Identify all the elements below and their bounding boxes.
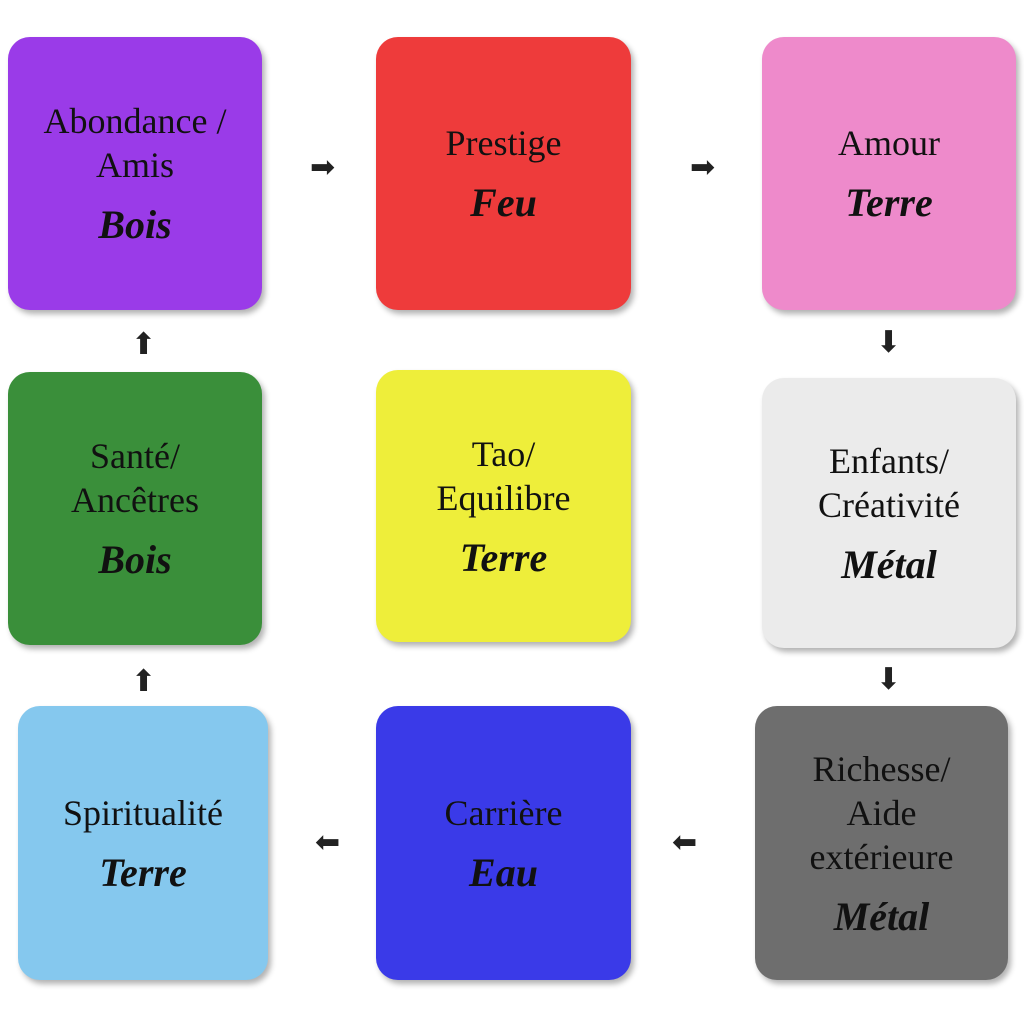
box-label: Tao/ Equilibre bbox=[436, 433, 571, 518]
box-richesse: Richesse/ Aide extérieure Métal bbox=[755, 706, 1008, 980]
box-element: Métal bbox=[841, 541, 937, 587]
box-label: Santé/ Ancêtres bbox=[71, 436, 199, 520]
box-element: Feu bbox=[470, 180, 537, 225]
arrow-down-icon: ⬇ bbox=[876, 325, 902, 360]
box-element: Terre bbox=[99, 849, 187, 895]
arrow-right-icon: ➡ bbox=[310, 150, 336, 185]
arrow-left-icon: ⬅ bbox=[672, 825, 698, 860]
box-label: Abondance / Amis bbox=[43, 101, 227, 185]
box-amour: Amour Terre bbox=[762, 37, 1016, 310]
box-label: Amour bbox=[838, 123, 940, 163]
arrow-down-icon: ⬇ bbox=[876, 662, 902, 697]
box-element: Bois bbox=[98, 537, 172, 582]
box-spiritualite: Spiritualité Terre bbox=[18, 706, 268, 980]
box-sante: Santé/ Ancêtres Bois bbox=[8, 372, 262, 645]
box-label: Prestige bbox=[445, 123, 562, 163]
box-element: Eau bbox=[469, 849, 538, 895]
box-element: Métal bbox=[833, 893, 930, 939]
box-element: Terre bbox=[845, 180, 933, 225]
box-label: Spiritualité bbox=[63, 792, 223, 833]
box-element: Bois bbox=[98, 202, 172, 247]
box-prestige: Prestige Feu bbox=[376, 37, 631, 310]
box-label: Richesse/ Aide extérieure bbox=[809, 748, 954, 877]
box-label: Carrière bbox=[444, 792, 563, 833]
box-element: Terre bbox=[459, 534, 548, 580]
arrow-left-icon: ⬅ bbox=[315, 825, 341, 860]
arrow-up-icon: ⬆ bbox=[131, 327, 157, 362]
box-enfants: Enfants/ Créativité Métal bbox=[762, 378, 1016, 648]
box-tao: Tao/ Equilibre Terre bbox=[376, 370, 631, 642]
box-carriere: Carrière Eau bbox=[376, 706, 631, 980]
arrow-up-icon: ⬆ bbox=[131, 664, 157, 699]
box-label: Enfants/ Créativité bbox=[818, 440, 960, 525]
box-abondance: Abondance / Amis Bois bbox=[8, 37, 262, 310]
arrow-right-icon: ➡ bbox=[690, 150, 716, 185]
